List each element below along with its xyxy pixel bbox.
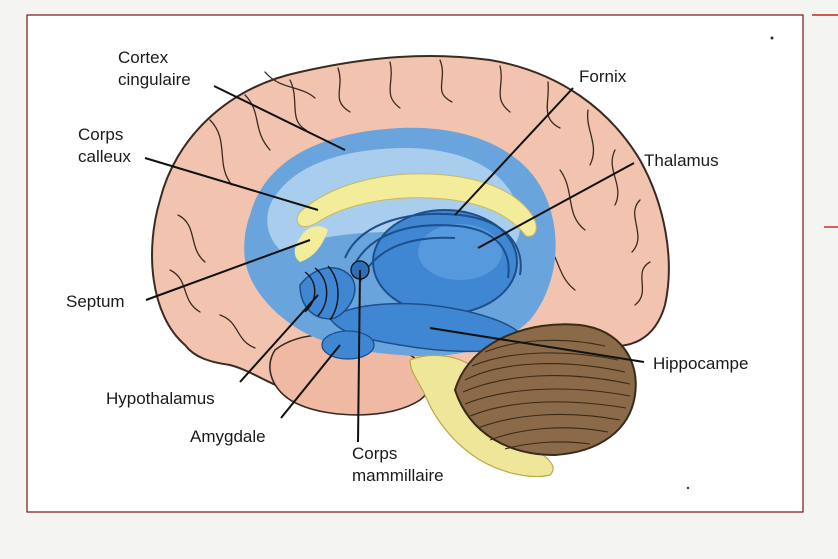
label-corps-mammillaire-line1: Corps [352, 444, 398, 463]
label-fornix: Fornix [579, 67, 627, 86]
speck-bottom-right [686, 486, 690, 490]
leader-lines [144, 85, 645, 443]
label-cortex-cingulaire-line2: cingulaire [118, 70, 191, 89]
label-corps-mammillaire: Corps mammillaire [352, 443, 444, 487]
thalamus-highlight [418, 224, 502, 280]
leader-septum [145, 239, 311, 301]
label-cortex-cingulaire: Cortex cingulaire [118, 47, 191, 91]
label-thalamus: Thalamus [644, 151, 719, 170]
label-hypothalamus: Hypothalamus [106, 389, 215, 408]
label-hippocampe: Hippocampe [653, 354, 749, 373]
leader-thalamus [477, 162, 635, 249]
speck-top-right [770, 36, 774, 40]
leader-fornix [454, 87, 574, 216]
label-corps-calleux: Corps calleux [78, 124, 131, 168]
septum-area [294, 226, 328, 262]
label-cortex-cingulaire-line1: Cortex [118, 48, 169, 67]
leader-amygdale [280, 344, 341, 419]
leader-cortex-cingulaire [213, 85, 346, 151]
leader-corps-calleux [144, 157, 319, 211]
cortex-folds [169, 59, 651, 349]
corpus-callosum [296, 173, 537, 237]
amygdala-shape [321, 330, 375, 360]
hypothalamus-lines [304, 265, 339, 321]
label-septum: Septum [66, 292, 125, 311]
label-corps-mammillaire-line2: mammillaire [352, 466, 444, 485]
label-amygdale: Amygdale [190, 427, 266, 446]
leader-corps-mammillaire [357, 269, 361, 443]
label-corps-calleux-line1: Corps [78, 125, 124, 144]
hypothalamus-shape [299, 267, 356, 320]
label-corps-calleux-line2: calleux [78, 147, 131, 166]
leader-hippocampe [429, 327, 645, 363]
cerebellum [453, 323, 637, 457]
leader-hypothalamus [239, 294, 319, 383]
